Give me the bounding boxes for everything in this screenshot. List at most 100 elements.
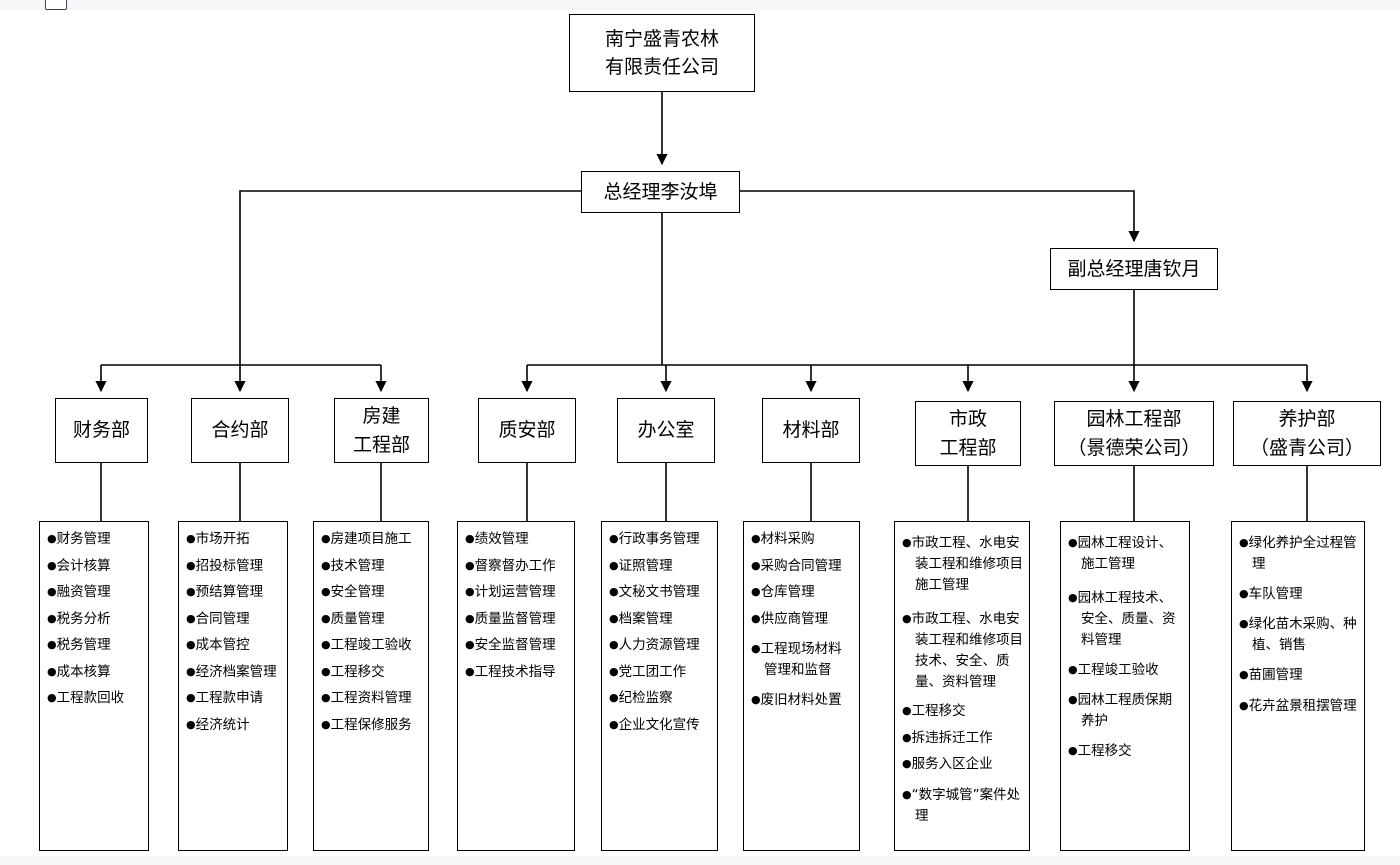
- detail-list-item-label: 工程保修服务: [330, 716, 412, 733]
- detail-list-item: ●合同管理: [186, 612, 281, 627]
- bullet-icon: ●: [1068, 662, 1078, 676]
- detail-list-item: ●工程款回收: [47, 691, 142, 706]
- detail-list-item: ●花卉盆景租摆管理: [1239, 696, 1358, 717]
- vice-general-manager-node[interactable]: 副总经理唐钦月: [1050, 248, 1218, 290]
- detail-list-item: ●市场开拓: [186, 532, 281, 547]
- bullet-icon: ●: [609, 558, 619, 572]
- detail-list-item-label: 拆违拆迁工作: [911, 729, 993, 746]
- dept-node-landscape-engineering[interactable]: 园林工程部 （景德荣公司）: [1054, 401, 1214, 466]
- bullet-icon: ●: [609, 532, 619, 545]
- bullet-icon: ●: [47, 638, 57, 651]
- general-manager-label: 总经理李汝埠: [603, 180, 718, 203]
- detail-list-item: ●工程保修服务: [321, 716, 422, 733]
- detail-list-item: ●安全监督管理: [465, 638, 568, 653]
- detail-list-item: ●工程竣工验收: [321, 638, 422, 653]
- detail-list-item: ●房建项目施工: [321, 531, 422, 547]
- detail-box-quality-safety: ●绩效管理●督察督办工作●计划运营管理●质量监督管理●安全监督管理●工程技术指导: [457, 521, 575, 851]
- company-name-line-1: 南宁盛青农林: [604, 27, 719, 50]
- bullet-icon: ●: [186, 691, 196, 704]
- detail-list-item: ●融资管理: [47, 585, 142, 600]
- detail-list-item-label: 供应商管理: [760, 610, 829, 627]
- detail-list-item: ●财务管理: [47, 531, 142, 547]
- detail-box-office: ●行政事务管理●证照管理●文秘文书管理●档案管理●人力资源管理●党工团工作●纪检…: [601, 521, 718, 851]
- detail-list-item-label: 材料采购: [760, 531, 815, 547]
- detail-list-item-label: 证照管理: [618, 557, 673, 574]
- bullet-icon: ●: [186, 638, 196, 651]
- bullet-icon: ●: [902, 757, 912, 771]
- detail-list-item-label: 市政工程、水电安装工程和维修项目施工管理: [911, 535, 1023, 593]
- window-tab-handle[interactable]: [45, 0, 67, 10]
- bullet-icon: ●: [1239, 668, 1249, 682]
- detail-list-item-label: 采购合同管理: [760, 557, 842, 574]
- bullet-icon: ●: [186, 532, 196, 545]
- bullet-icon: ●: [321, 558, 331, 572]
- detail-list-item-label: 工程技术指导: [474, 663, 556, 680]
- bullet-icon: ●: [186, 717, 196, 731]
- dept-node-office[interactable]: 办公室: [617, 398, 715, 463]
- detail-list-item-label: 经济统计: [195, 716, 250, 733]
- detail-list-item: ●“数字城管”案件处理: [902, 785, 1023, 827]
- dept-node-building-engineering[interactable]: 房建 工程部: [334, 398, 429, 463]
- detail-list-item-label: 花卉盆景租摆管理: [1248, 697, 1357, 714]
- detail-list-item: ●行政事务管理: [609, 532, 711, 547]
- bullet-icon: ●: [1239, 617, 1249, 631]
- detail-list-item: ●苗圃管理: [1239, 667, 1358, 684]
- bullet-icon: ●: [321, 532, 331, 545]
- detail-list-item: ●园林工程设计、施工管理: [1068, 533, 1183, 575]
- detail-list-item: ●绿化苗木采购、种植、销售: [1239, 614, 1358, 656]
- bullet-icon: ●: [609, 585, 619, 598]
- bullet-icon: ●: [321, 611, 331, 625]
- dept-node-finance[interactable]: 财务部: [55, 398, 148, 463]
- detail-list-item-label: 园林工程设计、施工管理: [1077, 535, 1173, 572]
- detail-list-item-label: 经济档案管理: [195, 663, 277, 680]
- detail-list-item-label: 苗圃管理: [1248, 667, 1303, 684]
- bullet-icon: ●: [321, 717, 331, 731]
- detail-list-item: ●计划运营管理: [465, 585, 568, 600]
- detail-list-item-label: 绿化养护全过程管理: [1248, 535, 1357, 572]
- detail-list-item: ●工程资料管理: [321, 691, 422, 706]
- dept-node-maintenance[interactable]: 养护部 （盛青公司）: [1233, 401, 1381, 466]
- company-node[interactable]: 南宁盛青农林 有限责任公司: [569, 14, 755, 92]
- dept-node-contract[interactable]: 合约部: [191, 398, 289, 463]
- detail-list-item-label: 财务管理: [56, 531, 111, 547]
- detail-list-item: ●绩效管理: [465, 532, 568, 547]
- dept-label: 财务部: [72, 419, 130, 442]
- bullet-icon: ●: [186, 585, 196, 598]
- dept-node-materials[interactable]: 材料部: [762, 398, 860, 463]
- general-manager-node[interactable]: 总经理李汝埠: [581, 171, 740, 213]
- detail-list-item-label: 房建项目施工: [330, 531, 412, 547]
- detail-list-item: ●拆违拆迁工作: [902, 729, 1023, 746]
- bullet-icon: ●: [47, 664, 57, 678]
- bullet-icon: ●: [1068, 536, 1078, 549]
- detail-list-item: ●工程竣工验收: [1068, 661, 1183, 678]
- detail-list-item-label: 工程竣工验收: [1077, 661, 1159, 678]
- detail-list-item: ●仓库管理: [751, 585, 853, 600]
- bullet-icon: ●: [465, 638, 475, 651]
- detail-list-item-label: 技术管理: [330, 557, 385, 574]
- detail-list-item: ●会计核算: [47, 559, 142, 574]
- detail-list-item-label: 质量管理: [330, 610, 385, 627]
- dept-node-municipal-engineering[interactable]: 市政 工程部: [915, 401, 1021, 466]
- detail-list-item-label: 安全管理: [330, 584, 385, 600]
- bullet-icon: ●: [902, 787, 912, 801]
- bullet-icon: ●: [751, 532, 761, 545]
- detail-list-item: ●市政工程、水电安装工程和维修项目施工管理: [902, 533, 1023, 596]
- dept-label-line-2: （盛青公司）: [1249, 436, 1364, 459]
- bullet-icon: ●: [1068, 590, 1078, 604]
- bullet-icon: ●: [751, 585, 761, 598]
- dept-label-line-1: 养护部: [1278, 408, 1336, 430]
- detail-list-item: ●经济档案管理: [186, 663, 281, 680]
- window-bottom-band: [0, 856, 1400, 865]
- bullet-icon: ●: [609, 691, 619, 704]
- detail-list-item: ●工程款申请: [186, 691, 281, 706]
- detail-list-item: ●质量监督管理: [465, 612, 568, 627]
- detail-box-materials: ●材料采购●采购合同管理●仓库管理●供应商管理●工程现场材料管理和监督●废旧材料…: [743, 521, 860, 851]
- bullet-icon: ●: [609, 664, 619, 678]
- bullet-icon: ●: [321, 691, 331, 704]
- dept-node-quality-safety[interactable]: 质安部: [478, 398, 576, 463]
- bullet-icon: ●: [1068, 743, 1078, 757]
- detail-list-item-label: 废旧材料处置: [760, 691, 842, 708]
- detail-list-item: ●质量管理: [321, 610, 422, 627]
- dept-label: 材料部: [782, 419, 840, 442]
- detail-box-municipal-engineering: ●市政工程、水电安装工程和维修项目施工管理●市政工程、水电安装工程和维修项目技术…: [894, 521, 1030, 851]
